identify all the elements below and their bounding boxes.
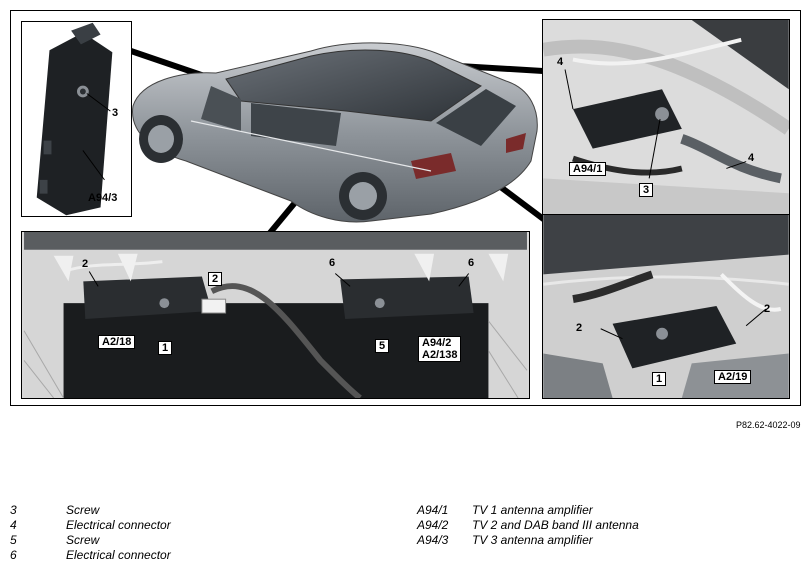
callout-6-left: 6 [329,257,336,269]
panel-tv1-amplifier: 4 4 A94/1 3 [542,19,790,215]
callout-5: 5 [375,339,390,353]
legend-right: A94/1 TV 1 antenna amplifier A94/2 TV 2 an… [417,503,639,548]
legend-item: 4 Electrical connector [10,518,171,533]
panel-tv3-amplifier: 3 A94/3 [21,21,132,217]
callout-3: 3 [112,107,119,119]
callout-1-bottom-left: 1 [158,341,173,355]
legend-num: A94/2 [417,518,449,532]
callout-4-right: 4 [748,152,755,164]
callout-a94-1: A94/1 [569,162,607,176]
legend-num: 6 [10,548,17,562]
callout-2-right-br: 2 [764,303,771,315]
car-illustration [130,42,548,236]
callout-2-left-br: 2 [576,322,583,334]
legend-item: 3 Screw [10,503,171,518]
legend-text: Screw [66,503,100,517]
legend-text: TV 3 antenna amplifier [472,533,593,547]
legend-text: TV 2 and DAB band III antenna [472,518,639,532]
legend-item: A94/1 TV 1 antenna amplifier [417,503,639,518]
callout-a2-18: A2/18 [98,335,136,349]
legend-num: 4 [10,518,17,532]
legend-item: 5 Screw [10,533,171,548]
legend-text: Electrical connector [66,548,171,562]
legend-text: TV 1 antenna amplifier [472,503,593,517]
callout-3-top-right: 3 [639,183,654,197]
rear-window-image [23,232,528,398]
legend-text: Screw [66,533,100,547]
callout-a94-2: A94/2 [422,337,452,349]
figure-frame: 3 A94/3 4 4 A94/1 3 [10,10,801,406]
legend-text: Electrical connector [66,518,171,532]
callout-4-left: 4 [557,56,564,68]
tv3-amplifier-image [36,22,113,216]
callout-a94-3: A94/3 [88,192,118,204]
callout-1-bottom-right: 1 [652,372,667,386]
callout-2-left: 2 [82,258,89,270]
callout-a2-19: A2/19 [714,370,752,384]
legend-item: 6 Electrical connector [10,548,171,563]
callout-6-right: 6 [468,257,475,269]
panel-rear-window-antennas: 2 6 6 2 A2/18 1 5 A94/2 A2/138 [21,231,530,399]
callout-2-mid: 2 [208,272,223,286]
tv1-amplifier-image [543,20,789,214]
legend-item: A94/2 TV 2 and DAB band III antenna [417,518,639,533]
a2-19-image [543,215,789,398]
figure-reference: P82.62-4022-09 [736,420,801,430]
callout-a2-138: A2/138 [422,349,458,361]
legend-item: A94/3 TV 3 antenna amplifier [417,533,639,548]
legend-num: 3 [10,503,17,517]
panel-a2-19: 2 2 1 A2/19 [542,214,790,399]
legend-num: 5 [10,533,17,547]
legend-num: A94/1 [417,503,449,517]
legend-num: A94/3 [417,533,449,547]
callout-a94-2-a2-138: A94/2 A2/138 [418,336,462,362]
